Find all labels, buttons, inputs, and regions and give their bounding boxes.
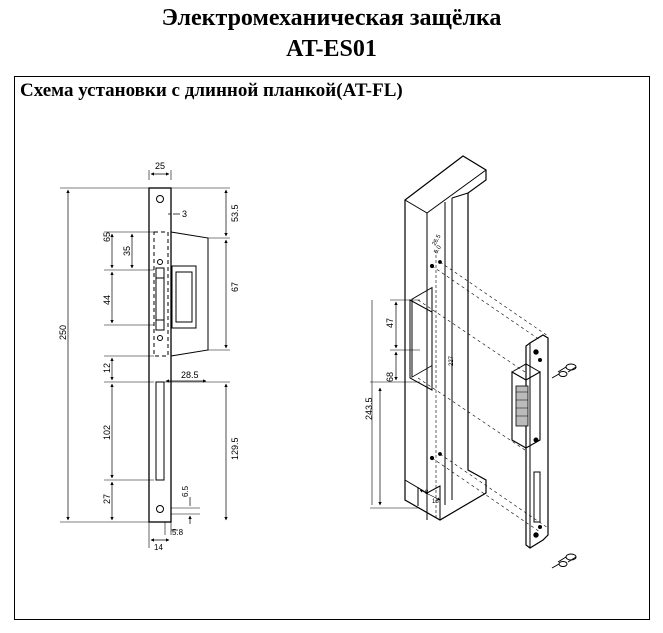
door-frame <box>404 155 487 521</box>
strike-plate <box>148 187 172 523</box>
dim-47: 47 <box>385 318 395 328</box>
iso-strike-plate <box>511 334 549 549</box>
lock-body <box>170 231 209 357</box>
lower-slot <box>155 381 165 481</box>
projection-lines <box>417 261 549 533</box>
dim-5-0: 5.0 <box>434 244 444 255</box>
dim-26-5: 26.5 <box>432 233 443 247</box>
dim-102: 102 <box>102 425 112 440</box>
dim-243-5: 243.5 <box>364 397 374 420</box>
dim-25: 25 <box>155 161 165 171</box>
screw-icon <box>551 363 577 379</box>
screw-hole <box>156 505 164 513</box>
dim-67: 67 <box>230 282 240 292</box>
dim-14: 14 <box>154 543 163 552</box>
dim-6-5: 6.5 <box>181 485 190 497</box>
isometric-view <box>370 155 577 569</box>
dim-16: 16 <box>432 499 439 505</box>
front-view-labels: 25 3 53.5 65 35 44 67 250 12 28.5 102 12… <box>58 161 240 552</box>
dim-28-5: 28.5 <box>181 370 199 380</box>
dim-12: 12 <box>102 363 112 373</box>
dim-3: 3 <box>182 209 187 219</box>
dim-8: 8 <box>425 490 429 496</box>
dim-53-5: 53.5 <box>230 204 240 222</box>
dim-5-8: 5.8 <box>172 528 184 537</box>
diagram-frame <box>14 76 650 620</box>
frame-mortise <box>411 286 433 378</box>
dim-35: 35 <box>122 246 132 256</box>
screw-hole <box>156 195 164 203</box>
front-view <box>60 170 230 548</box>
page-title: Электромеханическая защёлка <box>161 5 502 31</box>
dim-227: 227 <box>449 355 455 366</box>
screw-icon <box>551 553 577 569</box>
dim-68: 68 <box>385 372 395 382</box>
model-number: AT-ES01 <box>286 36 377 62</box>
dim-27: 27 <box>102 494 112 504</box>
dim-65: 65 <box>102 232 112 242</box>
section-title: Схема установки с длинной планкой(AT-FL) <box>20 80 403 101</box>
isometric-view-labels: 47 68 243.5 26.5 5.0 227 8 16 <box>364 233 455 505</box>
dim-44: 44 <box>102 295 112 305</box>
latch-window <box>155 267 165 331</box>
latch-recess <box>171 265 197 329</box>
dim-250: 250 <box>58 325 68 340</box>
dim-129-5: 129.5 <box>230 437 240 460</box>
